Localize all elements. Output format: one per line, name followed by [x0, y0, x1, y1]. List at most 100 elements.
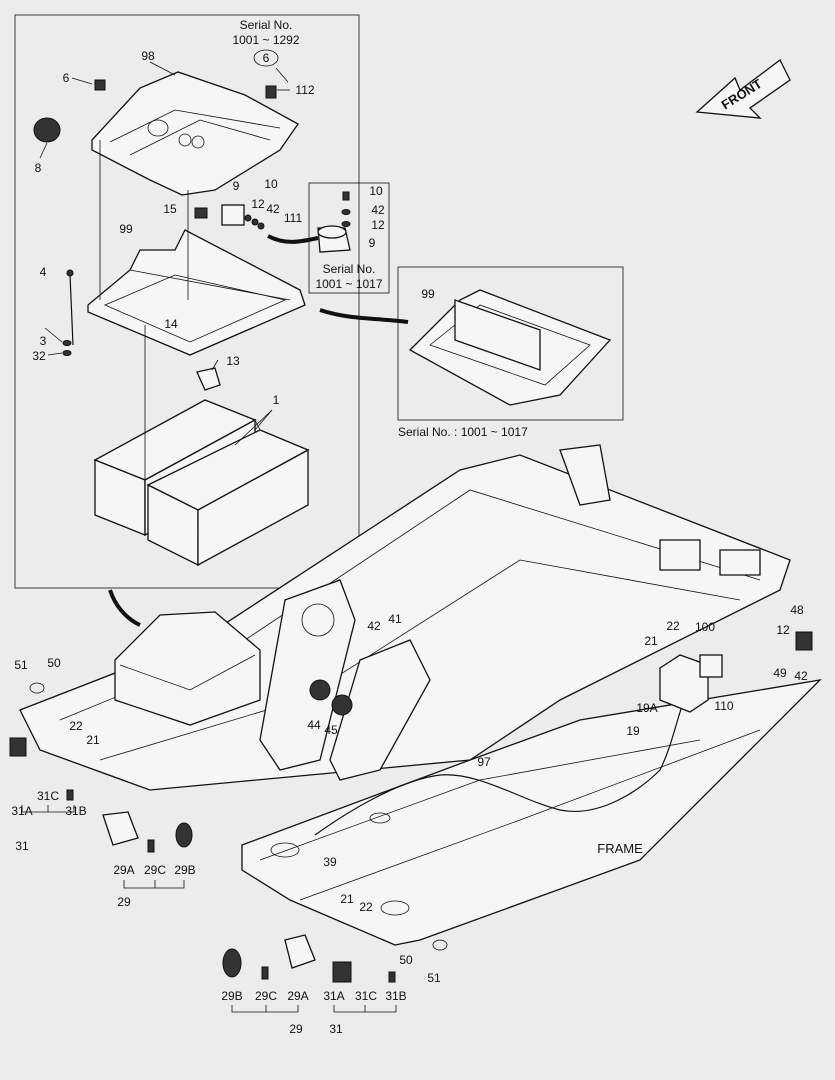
boom-bracket — [259, 579, 431, 781]
callout: 41 — [388, 612, 402, 626]
callout: 50 — [399, 953, 413, 967]
callout: 112 — [295, 83, 314, 97]
callout: 31C — [355, 989, 377, 1003]
callout: 8 — [35, 161, 42, 175]
callout: 31 — [15, 839, 29, 853]
callout: 19 — [626, 724, 640, 738]
callout: 29 — [117, 895, 131, 909]
front-direction-arrow — [695, 59, 791, 119]
wiring-harness-97 — [314, 689, 691, 836]
serial-note-top: Serial No. 1001 ~ 1292 6 — [232, 18, 300, 67]
relay-detail — [317, 191, 351, 253]
callout: 42 — [794, 669, 808, 683]
callout: 29 — [289, 1022, 303, 1036]
callout: 22 — [359, 900, 373, 914]
bulb-29B-front — [175, 822, 193, 848]
callout: 10 — [264, 177, 278, 191]
callout: 50 — [47, 656, 61, 670]
cap-screw-112 — [265, 85, 277, 99]
callout: 32 — [32, 349, 46, 363]
battery-box — [87, 229, 306, 356]
callout: 29A — [287, 989, 308, 1003]
callout: 10 — [369, 184, 383, 198]
callout: 21 — [86, 733, 100, 747]
callout: 12 — [776, 623, 790, 637]
callout: 12 — [371, 218, 385, 232]
callout: 99 — [421, 287, 435, 301]
part-callouts: 98 6 112 8 9 10 15 12 42 111 10 42 12 9 … — [11, 49, 808, 1036]
callout: 29A — [113, 863, 134, 877]
callout: 48 — [790, 603, 804, 617]
lamp-48 — [795, 631, 813, 651]
callout: 49 — [773, 666, 787, 680]
frame-label: FRAME — [597, 841, 643, 856]
callout: 3 — [40, 334, 47, 348]
callout: 31B — [385, 989, 406, 1003]
callout: 39 — [323, 855, 337, 869]
side-light-31-rear — [332, 961, 352, 983]
callout: 45 — [324, 723, 338, 737]
callout: 42 — [371, 203, 385, 217]
horns — [309, 679, 353, 716]
cap-screw-6 — [94, 79, 106, 91]
callout: 31A — [323, 989, 344, 1003]
bracket-detail — [408, 289, 612, 406]
callout: 6 — [63, 71, 70, 85]
callout: 31 — [329, 1022, 343, 1036]
callout: 29C — [255, 989, 277, 1003]
serial-title-relay: Serial No. — [323, 262, 376, 276]
callout: 31C — [37, 789, 59, 803]
callout: 44 — [307, 718, 321, 732]
switch-8 — [33, 117, 61, 143]
clamp-13 — [196, 367, 221, 391]
connector-50-front — [29, 682, 45, 694]
callout: 21 — [340, 892, 354, 906]
callout: 31A — [11, 804, 32, 818]
callout: 13 — [226, 354, 240, 368]
callout: 31B — [65, 804, 86, 818]
bracket-inset-frame — [397, 266, 624, 421]
batteries — [93, 399, 310, 567]
callout: 42 — [266, 202, 280, 216]
work-lamp-29A-rear — [284, 934, 316, 969]
bulb-29C-front — [147, 839, 155, 853]
callout: 1 — [273, 393, 280, 407]
side-light-31-front — [9, 737, 27, 757]
work-lamp-29A-front — [102, 811, 139, 846]
callout: 110 — [714, 699, 733, 713]
serial-range-top: 1001 ~ 1292 — [232, 33, 299, 47]
bulb-31B-rear — [388, 971, 396, 983]
callout: 21 — [644, 634, 658, 648]
callout: 29B — [174, 863, 195, 877]
rod-4 — [69, 274, 74, 346]
callout: 4 — [40, 265, 47, 279]
callout: 9 — [369, 236, 376, 250]
bulb-29B-rear — [222, 948, 242, 978]
callout: 100 — [695, 620, 715, 634]
battery-cover — [91, 71, 299, 196]
callout: 9 — [233, 179, 240, 193]
callout: 14 — [164, 317, 178, 331]
callout: 12 — [251, 197, 265, 211]
battery-on-frame — [114, 611, 261, 726]
callout: 51 — [427, 971, 441, 985]
callout: 19A — [636, 701, 657, 715]
connector-50-rear — [432, 939, 448, 951]
callout: 99 — [119, 222, 133, 236]
callout: 22 — [69, 719, 83, 733]
callout: 15 — [163, 202, 177, 216]
callout: 98 — [141, 49, 155, 63]
callout: 29B — [221, 989, 242, 1003]
serial-title-top: Serial No. — [240, 18, 293, 32]
circled-marker — [253, 49, 279, 67]
bulb-29C-rear — [261, 966, 269, 980]
serial-range-relay: 1001 ~ 1017 — [315, 277, 382, 291]
callout: 51 — [14, 658, 28, 672]
callout: 111 — [284, 211, 303, 225]
callout: 97 — [477, 755, 491, 769]
circled-number: 6 — [263, 51, 270, 65]
battery-detail-frame — [14, 14, 360, 589]
callout: 22 — [666, 619, 680, 633]
bulb-31B-front — [66, 789, 74, 801]
